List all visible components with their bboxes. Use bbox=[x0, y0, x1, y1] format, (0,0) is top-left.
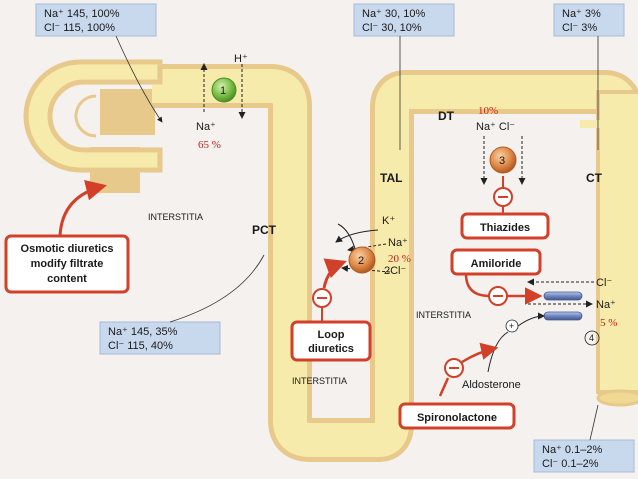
segment-tal: TAL bbox=[380, 171, 402, 185]
conc-box-tal-top: Na⁺ 30, 10% Cl⁻ 30, 10% bbox=[353, 3, 455, 37]
conc-na: Na⁺ 0.1–2% bbox=[542, 444, 602, 456]
transporter-1: 1 H⁺ Na⁺ 65 % bbox=[196, 53, 248, 151]
drug-amiloride: Amiloride bbox=[450, 248, 543, 306]
transporter-2: 2 K⁺ Na⁺ 2Cl⁻ 20 % bbox=[335, 215, 411, 277]
drug-label-line3: content bbox=[47, 273, 87, 285]
ion-na-cl: Na⁺ Cl⁻ bbox=[476, 121, 515, 133]
transporter-number: 1 bbox=[220, 85, 226, 97]
transporter-4: Cl⁻ Na⁺ 5 % 4 bbox=[527, 277, 617, 346]
drug-thiazides: Thiazides bbox=[460, 176, 550, 240]
aldosterone-pathway: + Aldosterone bbox=[438, 312, 545, 397]
conc-box-ct-top: Na⁺ 3% Cl⁻ 3% bbox=[553, 3, 625, 37]
interstitia-left: INTERSTITIA bbox=[148, 212, 203, 222]
conc-box-ct-bottom: Na⁺ 0.1–2% Cl⁻ 0.1–2% bbox=[533, 439, 635, 473]
reabsorb-pct: 10% bbox=[478, 105, 498, 117]
leader-lines bbox=[115, 35, 599, 441]
aldosterone-label: Aldosterone bbox=[462, 379, 521, 391]
segment-dt: DT bbox=[438, 109, 455, 123]
segment-pct: PCT bbox=[252, 223, 277, 237]
conc-box-glomerulus: Na⁺ 145, 100% Cl⁻ 115, 100% bbox=[35, 3, 157, 37]
ion-h: H⁺ bbox=[234, 53, 248, 65]
conc-na: Na⁺ 145, 35% bbox=[108, 326, 178, 338]
transporter-number: 2 bbox=[358, 255, 364, 267]
conc-cl: Cl⁻ 115, 100% bbox=[44, 22, 115, 34]
interstitia-bottom: INTERSTITIA bbox=[292, 376, 347, 386]
conc-cl: Cl⁻ 0.1–2% bbox=[542, 458, 599, 470]
ion-cl: 2Cl⁻ bbox=[384, 265, 407, 277]
conc-box-pct: Na⁺ 145, 35% Cl⁻ 115, 40% bbox=[99, 321, 221, 355]
conc-na: Na⁺ 3% bbox=[562, 8, 601, 20]
conc-cl: Cl⁻ 3% bbox=[562, 22, 597, 34]
ion-na: Na⁺ bbox=[596, 299, 616, 311]
reabsorb-pct: 65 % bbox=[198, 139, 221, 151]
drug-label: Amiloride bbox=[471, 258, 522, 270]
ion-na: Na⁺ bbox=[388, 237, 408, 249]
ion-na: Na⁺ bbox=[196, 121, 216, 133]
ion-cl: Cl⁻ bbox=[596, 277, 612, 289]
transporter-number: 3 bbox=[499, 155, 505, 167]
drug-spironolactone: Spironolactone bbox=[398, 402, 516, 430]
interstitia-right: INTERSTITIA bbox=[416, 310, 471, 320]
plus-sign: + bbox=[509, 321, 514, 331]
collecting-duct-end bbox=[580, 90, 638, 407]
transporter-number: 4 bbox=[589, 333, 594, 343]
conc-cl: Cl⁻ 115, 40% bbox=[108, 340, 173, 352]
segment-ct: CT bbox=[586, 171, 603, 185]
drug-label-line2: diuretics bbox=[308, 343, 354, 355]
drug-label-line1: Osmotic diuretics bbox=[21, 243, 114, 255]
drug-label: Spironolactone bbox=[417, 412, 497, 424]
ion-k: K⁺ bbox=[382, 215, 395, 227]
drug-loop-diuretics: Loop diuretics bbox=[290, 258, 372, 362]
drug-label-line2: modify filtrate bbox=[31, 258, 104, 270]
conc-na: Na⁺ 145, 100% bbox=[44, 8, 120, 20]
reabsorb-pct: 20 % bbox=[388, 253, 411, 265]
transporter-3: 3 Na⁺ Cl⁻ 10% bbox=[476, 105, 526, 185]
drug-label: Thiazides bbox=[480, 222, 530, 234]
drug-osmotic-diuretics: Osmotic diuretics modify filtrate conten… bbox=[4, 179, 130, 294]
reabsorb-pct: 5 % bbox=[600, 317, 617, 329]
bowman-capsule bbox=[23, 59, 163, 173]
drug-label-line1: Loop bbox=[318, 329, 345, 341]
conc-na: Na⁺ 30, 10% bbox=[362, 8, 426, 20]
conc-cl: Cl⁻ 30, 10% bbox=[362, 22, 422, 34]
